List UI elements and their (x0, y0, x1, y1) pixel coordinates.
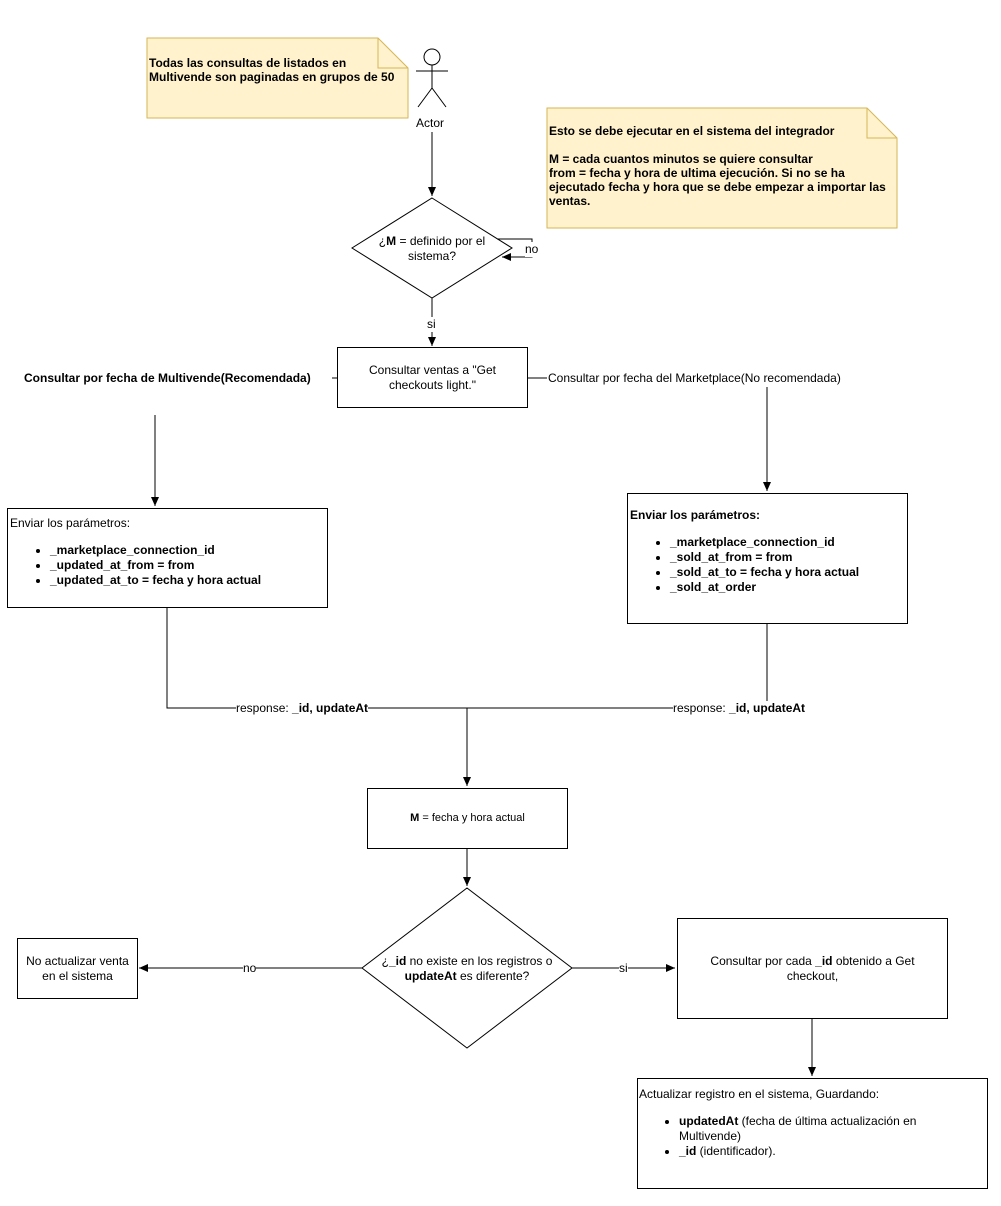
decision-m-defined: ¿M = definido por el sistema? (378, 234, 486, 263)
integrator-note-title: Esto se debe ejecutar en el sistema del … (549, 124, 835, 138)
params-marketplace-item: _marketplace_connection_id (670, 535, 905, 550)
params-multivende-item: _updated_at_from = from (50, 558, 325, 573)
response-right-label: response: _id, updateAt (673, 701, 806, 716)
consult-checkouts-box: Consultar ventas a "Get checkouts light.… (337, 347, 528, 408)
params-multivende-list: _marketplace_connection_id _updated_at_f… (10, 543, 325, 588)
decision-si-label: si (427, 317, 436, 332)
integrator-note-shape (546, 107, 898, 229)
params-marketplace-box: Enviar los parámetros: _marketplace_conn… (627, 493, 908, 624)
params-multivende-item: _updated_at_to = fecha y hora actual (50, 573, 325, 588)
params-marketplace-list: _marketplace_connection_id _sold_at_from… (630, 535, 905, 595)
integrator-note-m-line: M = cada cuantos minutos se quiere consu… (549, 152, 813, 166)
no-update-label: No actualizar venta en el sistema (26, 953, 129, 983)
decision-id-shape (361, 887, 573, 1049)
integrator-note-fold (866, 108, 897, 139)
edge-right-response (467, 624, 768, 709)
decision-id-exists: ¿_id no existe en los registros o update… (381, 954, 553, 983)
branch-marketplace-label: Consultar por fecha del Marketplace(No r… (548, 371, 841, 386)
pagination-note-text: Todas las consultas de listados en Multi… (149, 56, 395, 84)
update-record-item: _id (identificador). (679, 1144, 972, 1159)
params-multivende-title: Enviar los parámetros: (10, 516, 131, 530)
actor-label: Actor (416, 116, 445, 130)
edge-left-response (166, 608, 467, 709)
response-left-label: response: _id, updateAt (236, 701, 369, 716)
params-multivende-item: _marketplace_connection_id (50, 543, 325, 558)
loop-no-label: no (525, 242, 539, 257)
update-record-list: updatedAt (fecha de última actualización… (639, 1114, 986, 1159)
consult-checkouts-label: Consultar ventas a "Get checkouts light.… (369, 362, 496, 392)
pagination-note-fold (377, 38, 408, 69)
pagination-note: Todas las consultas de listados en Multi… (149, 56, 404, 84)
branch-multivende-label: Consultar por fecha de Multivende(Recome… (24, 371, 311, 386)
set-m-box: M = fecha y hora actual (367, 788, 568, 849)
update-record-box: Actualizar registro en el sistema, Guard… (637, 1078, 988, 1189)
update-record-item: updatedAt (fecha de última actualización… (679, 1114, 972, 1144)
integrator-note-from-line: from = fecha y hora de ultima ejecución.… (549, 166, 886, 208)
pagination-note-shape (146, 37, 409, 119)
actor-figure (416, 48, 448, 108)
params-marketplace-item: _sold_at_order (670, 580, 905, 595)
decision2-si-label: si (619, 961, 628, 976)
params-multivende-box: Enviar los parámetros: _marketplace_conn… (7, 508, 328, 608)
no-update-box: No actualizar venta en el sistema (17, 938, 138, 999)
params-marketplace-item: _sold_at_to = fecha y hora actual (670, 565, 905, 580)
get-checkout-box: Consultar por cada _id obtenido a Get ch… (677, 918, 948, 1019)
update-record-title: Actualizar registro en el sistema, Guard… (639, 1087, 880, 1101)
integrator-note: Esto se debe ejecutar en el sistema del … (549, 124, 895, 208)
params-marketplace-item: _sold_at_from = from (670, 550, 905, 565)
params-marketplace-title: Enviar los parámetros: (630, 508, 761, 522)
decision2-no-label: no (243, 961, 257, 976)
